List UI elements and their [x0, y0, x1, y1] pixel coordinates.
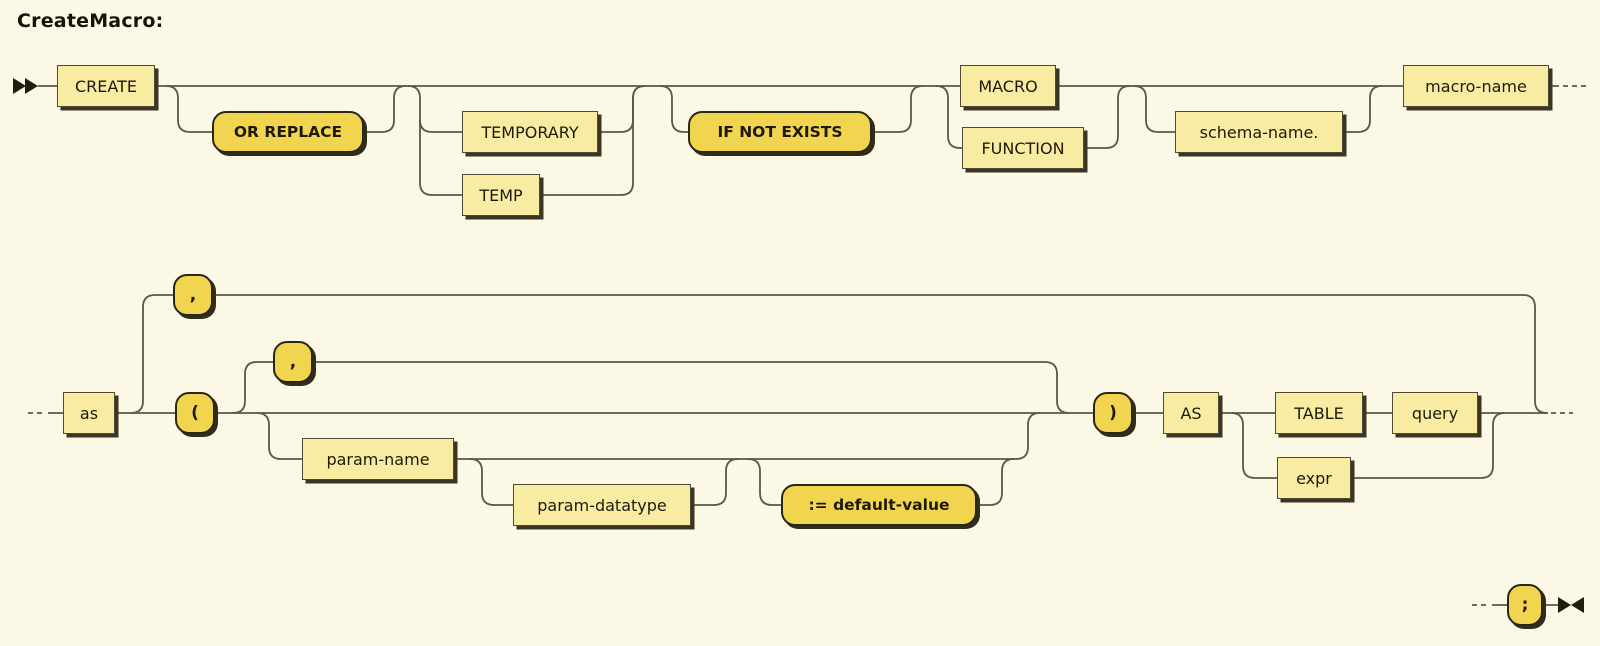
inner-loop-up — [232, 361, 273, 414]
node-macro-name: macro-name — [1403, 65, 1549, 107]
node-semicolon: ; — [1507, 584, 1543, 626]
outer-loop-line — [213, 294, 1548, 414]
node-comma-inner: , — [273, 341, 313, 383]
node-temp: TEMP — [462, 174, 540, 216]
node-default-value: := default-value — [781, 484, 977, 526]
temporary-split — [419, 119, 462, 133]
node-create: CREATE — [57, 65, 155, 107]
datatype-join — [691, 458, 739, 506]
node-param-datatype: param-datatype — [513, 484, 691, 526]
param-rise — [1015, 412, 1041, 460]
node-macro: MACRO — [960, 65, 1056, 107]
expr-join — [1351, 412, 1506, 479]
or-replace-split — [165, 85, 212, 133]
node-temporary: TEMPORARY — [462, 111, 598, 153]
end-marker-icon — [1558, 597, 1584, 613]
temp-join — [540, 85, 646, 196]
or-replace-join — [364, 85, 407, 133]
default-join — [977, 458, 1015, 506]
schema-join — [1343, 85, 1383, 133]
node-or-replace: OR REPLACE — [212, 111, 364, 153]
node-function: FUNCTION — [962, 127, 1084, 169]
function-join — [1084, 85, 1131, 149]
node-open-paren: ( — [175, 392, 215, 434]
datatype-split — [469, 458, 513, 506]
ine-split — [659, 85, 688, 133]
node-as-lower: as — [63, 392, 115, 434]
function-split — [935, 85, 962, 149]
outer-loop-up — [130, 294, 173, 414]
node-as-upper: AS — [1163, 392, 1219, 434]
default-split — [747, 458, 781, 506]
start-arrow-icon — [13, 78, 38, 94]
node-expr: expr — [1277, 457, 1351, 499]
node-query: query — [1392, 392, 1478, 434]
schema-split — [1133, 85, 1175, 133]
param-split — [256, 412, 302, 460]
temp-split — [407, 85, 462, 196]
page-title: CreateMacro: — [17, 10, 164, 32]
node-schema-name: schema-name. — [1175, 111, 1343, 153]
expr-split — [1230, 412, 1277, 479]
ine-join — [872, 85, 924, 133]
node-close-paren: ) — [1093, 392, 1133, 434]
inner-loop-line — [313, 361, 1070, 414]
temporary-join — [598, 85, 646, 133]
node-table: TABLE — [1275, 392, 1363, 434]
node-comma-outer: , — [173, 274, 213, 316]
node-if-not-exists: IF NOT EXISTS — [688, 111, 872, 153]
node-param-name: param-name — [302, 438, 454, 480]
